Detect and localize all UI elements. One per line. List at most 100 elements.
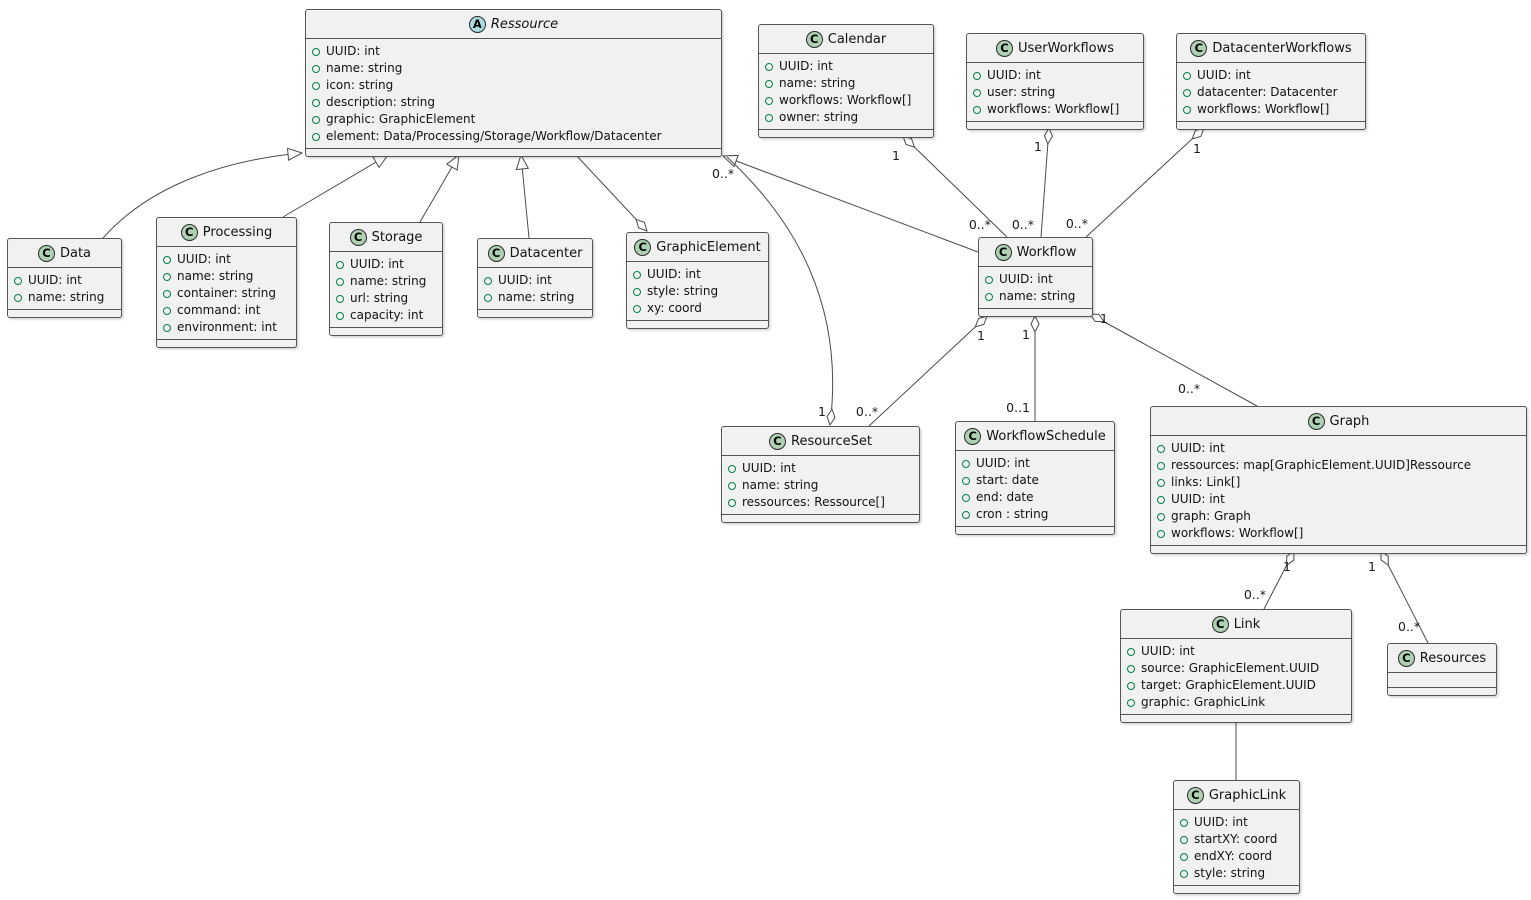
attribute-text: workflows: Workflow[] <box>987 102 1120 116</box>
field-icon <box>962 459 970 468</box>
methods-compartment <box>306 149 721 156</box>
class-header: C Graph <box>1151 407 1526 436</box>
attribute: UUID: int <box>962 455 1108 472</box>
multiplicity-label: 1 <box>977 328 985 343</box>
class-header: C Data <box>8 239 121 268</box>
methods-compartment <box>8 310 121 317</box>
field-icon <box>973 105 981 114</box>
class-graphiclink: C GraphicLink UUID: int startXY: coord e… <box>1173 780 1300 894</box>
attributes-compartment: UUID: int ressources: map[GraphicElement… <box>1151 436 1526 546</box>
attribute: capacity: int <box>336 307 436 324</box>
attribute: ressources: Ressource[] <box>728 494 913 511</box>
attribute-text: icon: string <box>326 78 394 92</box>
attribute: style: string <box>633 283 762 300</box>
attribute: UUID: int <box>312 43 715 60</box>
attributes-compartment: UUID: int name: string icon: string desc… <box>306 39 721 149</box>
field-icon <box>312 132 320 141</box>
attribute: UUID: int <box>163 251 290 268</box>
attribute-text: environment: int <box>177 320 277 334</box>
attribute: name: string <box>728 477 913 494</box>
field-icon <box>633 304 641 313</box>
attribute: UUID: int <box>1157 440 1520 457</box>
methods-compartment <box>979 309 1092 316</box>
field-icon <box>765 62 773 71</box>
field-icon <box>765 113 773 122</box>
field-icon <box>312 98 320 107</box>
attribute-text: name: string <box>177 269 254 283</box>
class-graph: C Graph UUID: int ressources: map[Graphi… <box>1150 406 1527 554</box>
field-icon <box>973 71 981 80</box>
attribute-text: UUID: int <box>177 252 231 266</box>
attributes-compartment: UUID: int name: string container: string… <box>157 247 296 340</box>
attribute: UUID: int <box>484 272 586 289</box>
class-name: ResourceSet <box>791 433 872 449</box>
attribute-text: workflows: Workflow[] <box>1197 102 1330 116</box>
field-icon <box>312 115 320 124</box>
field-icon <box>1157 444 1165 453</box>
class-header: C Calendar <box>759 25 933 54</box>
field-icon <box>765 96 773 105</box>
attribute-text: workflows: Workflow[] <box>1171 526 1304 540</box>
class-name: Link <box>1233 616 1261 632</box>
attribute-text: UUID: int <box>976 456 1030 470</box>
edge-datacenter-extends-ressource <box>521 155 530 239</box>
class-workflowschedule: C WorkflowSchedule UUID: int start: date… <box>955 421 1115 535</box>
attribute-text: element: Data/Processing/Storage/Workflo… <box>326 129 662 143</box>
attribute-text: UUID: int <box>1141 644 1195 658</box>
field-icon <box>1180 869 1188 878</box>
attribute-text: graphic: GraphicLink <box>1141 695 1266 709</box>
class-workflow: C Workflow UUID: int name: string <box>978 237 1093 317</box>
edge-calendar-aggregates-workflow <box>903 136 1008 238</box>
edge-workflow-aggregates-graph <box>1090 314 1258 407</box>
multiplicity-label: 1 <box>1100 311 1108 326</box>
multiplicity-label: 0..* <box>1178 381 1200 396</box>
field-icon <box>633 287 641 296</box>
methods-compartment <box>157 340 296 347</box>
field-icon <box>1127 647 1135 656</box>
attribute-text: UUID: int <box>28 273 82 287</box>
class-icon: C <box>37 244 55 262</box>
attribute: UUID: int <box>1157 491 1520 508</box>
attribute: target: GraphicElement.UUID <box>1127 677 1345 694</box>
attribute: UUID: int <box>1183 67 1359 84</box>
attribute-text: name: string <box>498 290 575 304</box>
attribute: ressources: map[GraphicElement.UUID]Ress… <box>1157 457 1520 474</box>
methods-compartment <box>1177 122 1365 129</box>
attribute-text: UUID: int <box>742 461 796 475</box>
attribute: startXY: coord <box>1180 831 1293 848</box>
attribute: UUID: int <box>973 67 1137 84</box>
field-icon <box>14 293 22 302</box>
methods-compartment <box>1151 546 1526 553</box>
abstract-class-icon: A <box>468 15 486 33</box>
field-icon <box>484 276 492 285</box>
class-icon: C <box>634 238 652 256</box>
attributes-compartment: UUID: int style: string xy: coord <box>627 262 768 321</box>
attribute: cron : string <box>962 506 1108 523</box>
multiplicity-label: 1 <box>1034 139 1042 154</box>
edge-processing-extends-ressource <box>282 155 388 218</box>
attribute: name: string <box>312 60 715 77</box>
attribute: links: Link[] <box>1157 474 1520 491</box>
attribute: environment: int <box>163 319 290 336</box>
methods-compartment <box>478 310 592 317</box>
multiplicity-label: 0..1 <box>1006 400 1030 415</box>
class-header: C Workflow <box>979 238 1092 267</box>
field-icon <box>336 294 344 303</box>
field-icon <box>1180 818 1188 827</box>
attribute-text: owner: string <box>779 110 859 124</box>
class-name: GraphicLink <box>1208 787 1287 803</box>
class-userworkflows: C UserWorkflows UUID: int user: string w… <box>966 33 1144 130</box>
methods-compartment <box>722 515 919 522</box>
field-icon <box>1157 461 1165 470</box>
attributes-compartment: UUID: int name: string <box>478 268 592 310</box>
edge-graph-aggregates-link <box>1263 551 1294 610</box>
attribute: UUID: int <box>1180 814 1293 831</box>
attribute-text: UUID: int <box>1194 815 1248 829</box>
attribute-text: UUID: int <box>1197 68 1251 82</box>
attribute: UUID: int <box>985 271 1086 288</box>
field-icon <box>1157 512 1165 521</box>
class-name: Datacenter <box>509 245 583 261</box>
attribute-text: name: string <box>999 289 1076 303</box>
attribute: name: string <box>163 268 290 285</box>
